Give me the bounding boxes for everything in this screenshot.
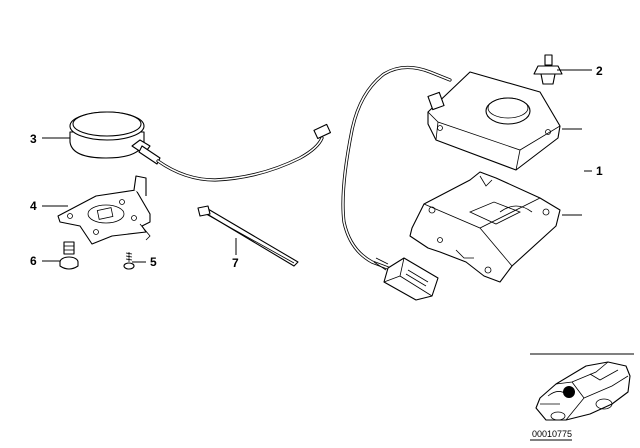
connector-plug[interactable] xyxy=(383,257,439,301)
callout-5: 5 xyxy=(150,255,157,269)
callout-7: 7 xyxy=(232,256,239,270)
module-base-plate[interactable] xyxy=(409,171,561,283)
callout-1: 1 xyxy=(596,164,603,178)
leader-lines xyxy=(42,69,592,263)
mounting-bracket[interactable] xyxy=(57,175,151,245)
callout-2: 2 xyxy=(596,64,603,78)
module-cable xyxy=(341,65,452,271)
vehicle-location-thumbnail: 00010775 xyxy=(530,353,634,441)
car-silhouette xyxy=(535,361,631,421)
callout-4: 4 xyxy=(30,199,37,213)
screw[interactable] xyxy=(123,252,135,270)
control-module-housing[interactable] xyxy=(427,71,561,171)
diagram-code: 00010775 xyxy=(532,429,572,439)
bolt[interactable] xyxy=(59,241,79,270)
clip[interactable] xyxy=(533,54,563,85)
antenna-puck[interactable] xyxy=(69,111,161,165)
callout-6: 6 xyxy=(30,254,37,268)
callout-3: 3 xyxy=(30,132,37,146)
cable-tie[interactable] xyxy=(197,205,299,267)
antenna-cable xyxy=(156,123,332,182)
location-marker xyxy=(563,386,575,398)
